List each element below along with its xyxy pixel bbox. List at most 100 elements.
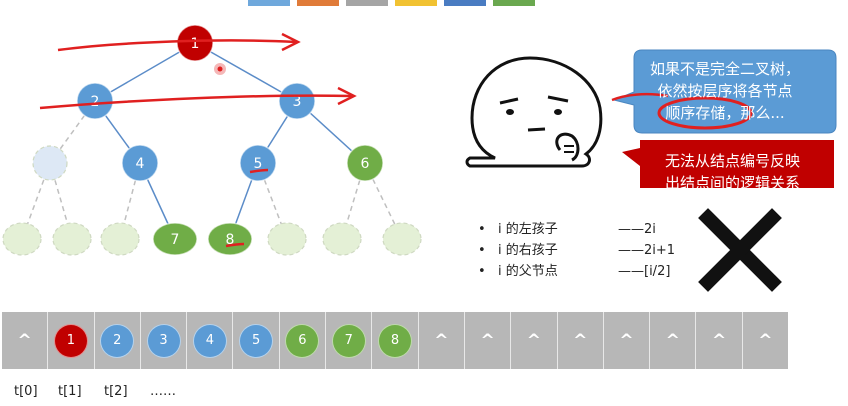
missing-node-placeholder (267, 222, 307, 256)
empty-cell-marker: ^ (526, 330, 542, 351)
color-swatch (297, 0, 339, 6)
color-swatch (395, 0, 437, 6)
array-cell: 2 (95, 312, 141, 369)
warning-line-2: 出结点间的逻辑关系 (664, 174, 800, 192)
empty-cell-marker: ^ (573, 330, 588, 351)
tree-node-label: 5 (254, 156, 263, 172)
tree-node-label: 6 (361, 156, 370, 172)
warning-callout-text: 无法从结点编号反映 出结点间的逻辑关系 (640, 150, 825, 194)
color-swatch (444, 0, 486, 6)
color-swatch (493, 0, 535, 6)
annotation-tick-node5 (249, 168, 269, 174)
array-cell: ^ (465, 312, 512, 369)
tree-node-circle (176, 24, 214, 62)
tree-edge (194, 42, 298, 102)
empty-cell-marker: ^ (758, 330, 773, 351)
missing-node-placeholder (322, 222, 362, 256)
array-cell: 3 (141, 312, 188, 369)
tree-node: 5 (239, 144, 277, 182)
array-cell: ^ (419, 312, 465, 369)
tree-node-label: 4 (136, 156, 145, 172)
array-cell-node: 7 (331, 323, 366, 358)
tree-node-circle (346, 144, 384, 182)
array-cell: ^ (604, 312, 651, 369)
warning-line-1: 无法从结点编号反映 (664, 152, 800, 170)
array-cell: ^ (558, 312, 604, 369)
array-cell-node: 1 (53, 323, 88, 358)
tree-node-circle (239, 144, 277, 182)
speech-line-3: 顺序存储，那么... (665, 104, 785, 122)
array-cell: 8 (372, 312, 419, 369)
bullet: • (478, 243, 486, 258)
empty-cell-marker: ^ (665, 330, 680, 351)
color-swatch-bar (248, 0, 535, 6)
underline-stroke (611, 92, 669, 102)
array-cell: 1 (48, 312, 95, 369)
empty-cell-marker: ^ (480, 330, 495, 351)
array-cell: 4 (187, 312, 234, 369)
missing-node-placeholder (2, 222, 42, 256)
array-cell-node: 3 (146, 323, 181, 358)
thinking-face-icon (465, 56, 603, 168)
rule-value: ——[i/2] (618, 264, 671, 279)
rule-value: ——2i+1 (618, 243, 676, 258)
big-x-icon (698, 208, 782, 292)
index-label-t0: t[0] (14, 384, 38, 399)
array-cell: 6 (280, 312, 327, 369)
tree-node-circle (278, 82, 316, 120)
missing-node-placeholder (100, 222, 140, 256)
empty-cell-marker: ^ (711, 330, 727, 351)
bullet: • (478, 222, 486, 237)
highlight-ellipse (657, 96, 753, 130)
speech-bubble (612, 49, 837, 134)
array-cell-node: 6 (285, 323, 320, 358)
array-cell: ^ (743, 312, 788, 369)
tree-node: 2 (76, 82, 114, 120)
tree-node-circle (76, 82, 114, 120)
annotation-arrow-level2 (39, 94, 353, 110)
array-cell-node: 5 (239, 323, 274, 358)
index-label-t2: t[2] (104, 384, 128, 399)
array-cell: ^ (696, 312, 743, 369)
speech-line-1: 如果不是完全二叉树， (649, 60, 800, 78)
tree-node-label: 3 (293, 94, 302, 110)
rule-label: i 的父节点 (498, 264, 558, 279)
array-cell-node: 8 (378, 323, 413, 358)
tree-node-label: 7 (171, 232, 180, 248)
array-cell: 5 (233, 312, 280, 369)
empty-cell-marker: ^ (17, 330, 32, 351)
array-cell: ^ (650, 312, 697, 369)
rule-label: i 的左孩子 (498, 222, 558, 237)
array-cell: ^ (2, 312, 49, 369)
tree-node-circle (121, 144, 159, 182)
annotation-arrow-level1 (57, 39, 297, 52)
tree-node-label: 1 (191, 36, 200, 52)
array-cell: 7 (326, 312, 373, 369)
rule-value: ——2i (618, 222, 656, 237)
missing-node-placeholder (32, 145, 68, 181)
empty-cell-marker: ^ (619, 330, 634, 351)
array-cell-node: 2 (100, 323, 135, 358)
speech-bubble-text: 如果不是完全二叉树， 依然按层序将各节点 顺序存储，那么... (640, 58, 810, 124)
bullet: • (478, 264, 486, 279)
index-label-t1: t[1] (58, 384, 82, 399)
tree-node: 4 (121, 144, 159, 182)
tree-edge (94, 42, 196, 102)
index-label-ellipsis: …… (150, 384, 176, 399)
tree-node-circle (152, 222, 198, 256)
tree-node-label: 2 (91, 94, 100, 110)
tree-node: 7 (152, 222, 198, 256)
tree-node-circle (207, 222, 253, 256)
missing-node-placeholder (382, 222, 422, 256)
empty-cell-marker: ^ (434, 330, 449, 351)
array-cell-node: 4 (192, 323, 227, 358)
tree-node: 8 (207, 222, 253, 256)
tree-node: 6 (346, 144, 384, 182)
array-cell: ^ (511, 312, 558, 369)
speech-line-2: 依然按层序将各节点 (657, 82, 793, 100)
tree-node: 1 (176, 24, 214, 62)
tree-node-label: 8 (226, 232, 235, 248)
missing-node-placeholder (52, 222, 92, 256)
